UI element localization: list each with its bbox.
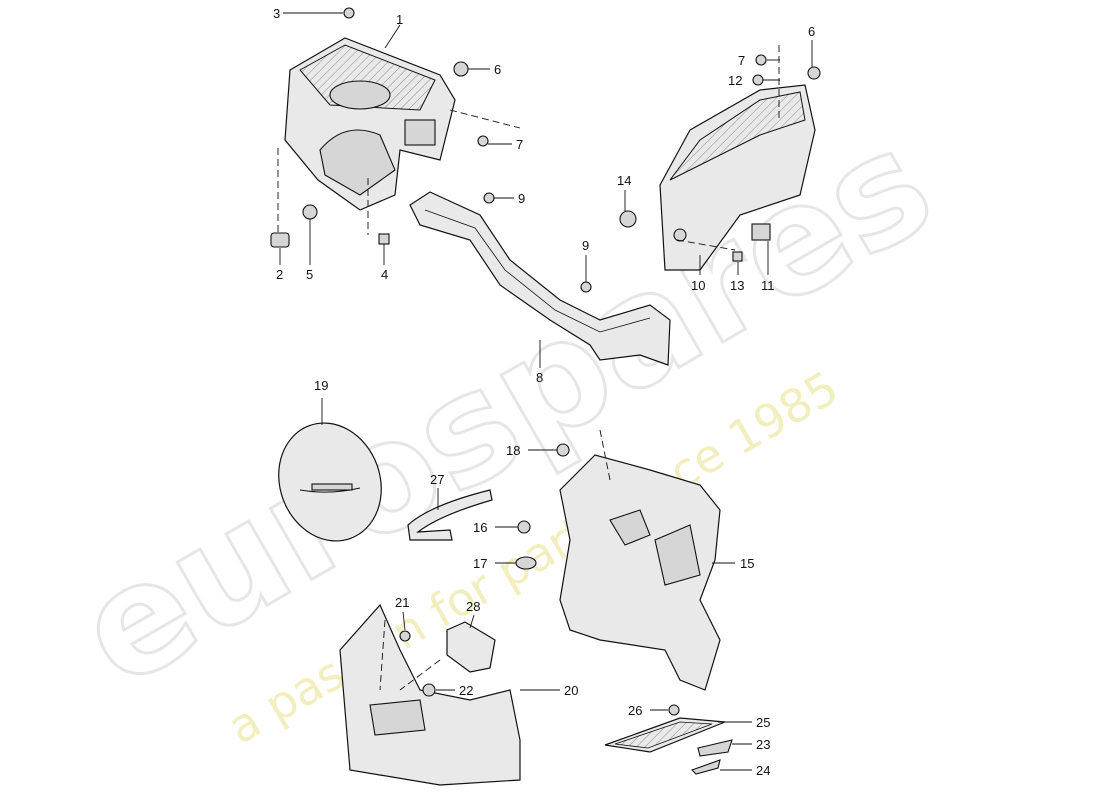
fastener-6b (807, 66, 821, 80)
clip-2 (270, 232, 290, 248)
clip-18 (556, 443, 570, 457)
part-27-strap (407, 489, 493, 541)
callout-14: 14 (617, 173, 631, 188)
callout-23: 23 (756, 737, 770, 752)
clip-11 (751, 223, 771, 241)
fastener-22 (422, 683, 436, 697)
callout-5: 5 (306, 267, 313, 282)
callout-17: 17 (473, 556, 487, 571)
part-1-compartment-lining (284, 37, 456, 211)
callout-6-left: 6 (494, 62, 501, 77)
clip-14 (619, 210, 637, 228)
callout-22: 22 (459, 683, 473, 698)
clip-23 (697, 739, 733, 757)
callout-19: 19 (314, 378, 328, 393)
callout-2: 2 (276, 267, 283, 282)
callout-6-right: 6 (808, 24, 815, 39)
callout-8: 8 (536, 370, 543, 385)
fastener-7a (477, 135, 489, 147)
watermark: eurospares a passion for parts since 198… (50, 95, 961, 755)
fastener-7b (755, 54, 767, 66)
fastener-3 (343, 7, 355, 19)
clip-24 (690, 759, 721, 775)
part-8-support-rail (409, 191, 671, 366)
part-28-bracket (446, 621, 496, 673)
callout-3: 3 (273, 6, 280, 21)
callout-9-lower: 9 (582, 238, 589, 253)
fastener-26 (668, 704, 680, 716)
callout-20: 20 (564, 683, 578, 698)
callout-25: 25 (756, 715, 770, 730)
callout-11: 11 (761, 278, 775, 293)
callout-10: 10 (691, 278, 705, 293)
fasteners (270, 7, 821, 775)
callout-7-right: 7 (738, 53, 745, 68)
leader-lines (279, 12, 813, 771)
callout-27: 27 (430, 472, 444, 487)
callout-12: 12 (728, 73, 742, 88)
fastener-5 (302, 204, 318, 220)
callout-16: 16 (473, 520, 487, 535)
callout-26: 26 (628, 703, 642, 718)
clip-17 (515, 556, 537, 570)
fastener-12 (752, 74, 764, 86)
part-10-side-panel (659, 84, 816, 271)
callout-1: 1 (396, 12, 403, 27)
callout-4: 4 (381, 267, 388, 282)
callout-15: 15 (740, 556, 754, 571)
fastener-9a (483, 192, 495, 204)
callout-24: 24 (756, 763, 770, 778)
callout-labels: 3 1 2 5 4 6 7 9 9 8 7 12 6 14 10 13 11 1… (273, 6, 815, 778)
part-19-spare-wheel-cover (278, 422, 382, 542)
callout-28: 28 (466, 599, 480, 614)
callout-18: 18 (506, 443, 520, 458)
callout-7-left: 7 (516, 137, 523, 152)
clip-4 (378, 233, 390, 245)
part-15-wheel-well-lining (559, 454, 721, 691)
clip-16 (517, 520, 531, 534)
clip-13 (732, 251, 743, 262)
fastener-21 (399, 630, 411, 642)
fastener-9b (580, 281, 592, 293)
callout-21: 21 (395, 595, 409, 610)
callout-9-upper: 9 (518, 191, 525, 206)
assembly-lines (277, 45, 780, 691)
fastener-6a (453, 61, 469, 77)
callout-13: 13 (730, 278, 744, 293)
